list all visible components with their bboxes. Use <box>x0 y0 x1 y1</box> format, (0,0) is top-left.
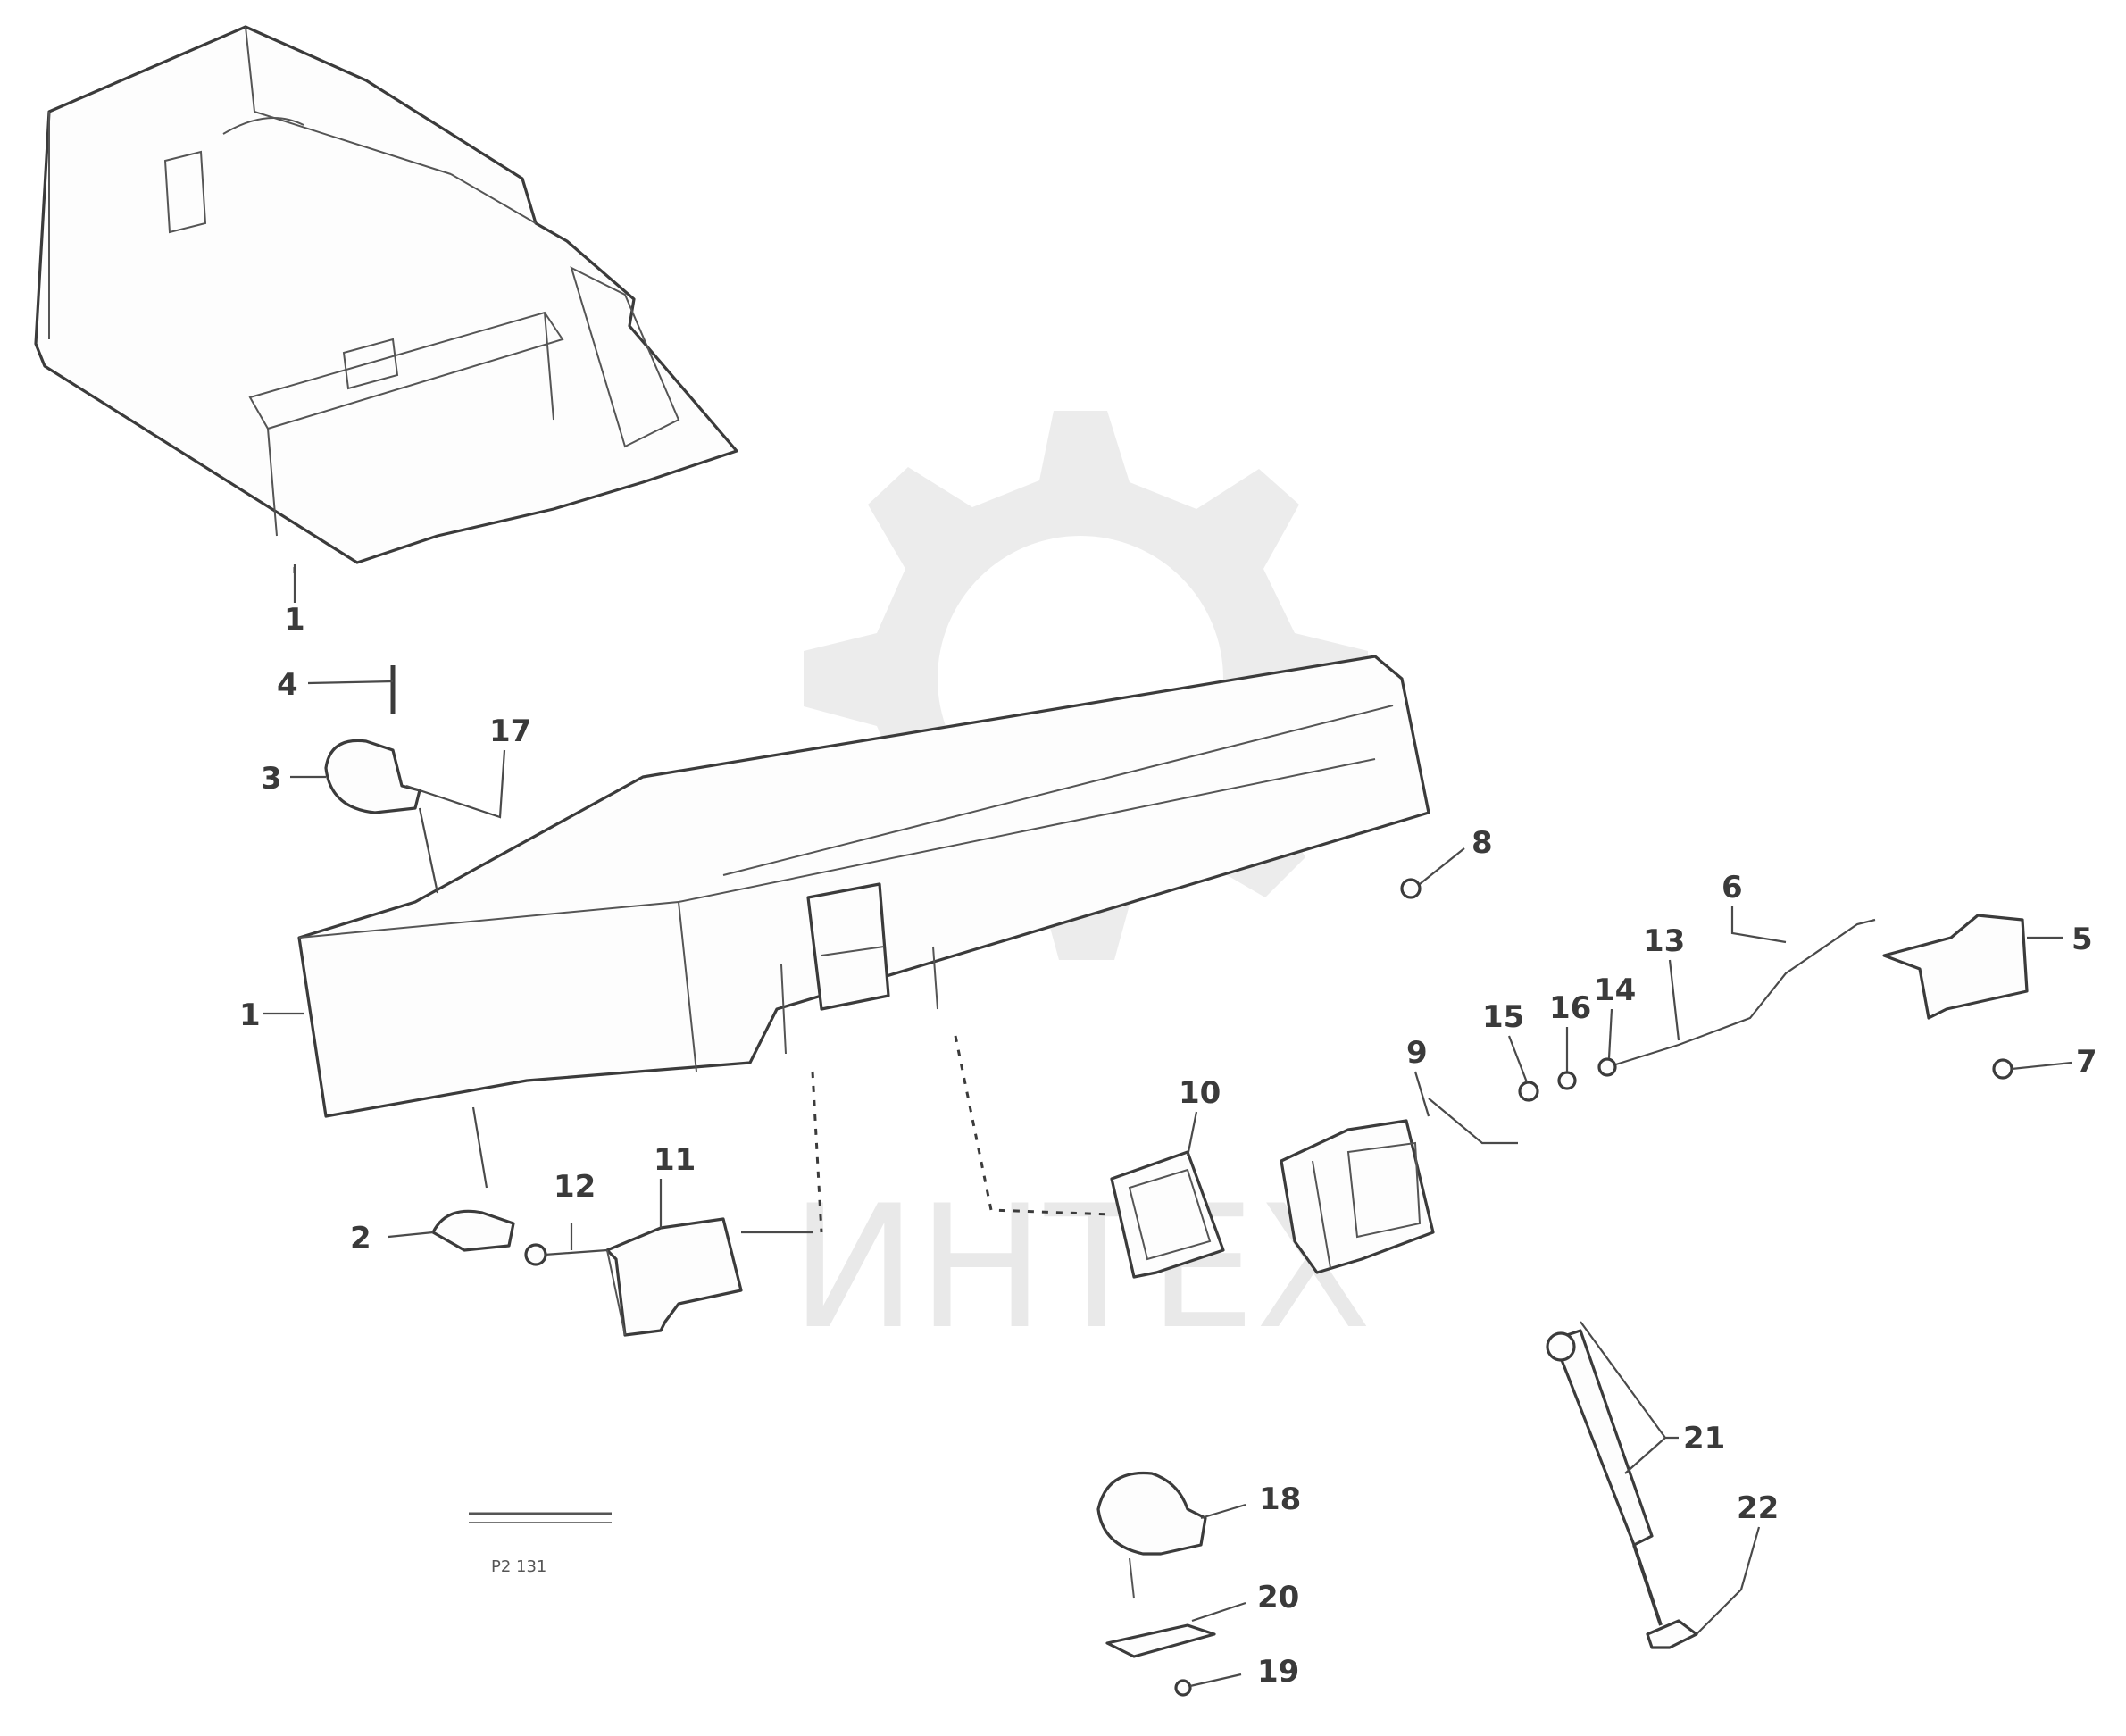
callout-9: 9 <box>1406 1035 1428 1071</box>
callout-12: 12 <box>554 1169 596 1205</box>
callout-21: 21 <box>1683 1421 1725 1456</box>
callout-3: 3 <box>261 761 282 797</box>
nut-part-7 <box>1992 1058 2013 1080</box>
callout-1-panel: 1 <box>239 997 261 1033</box>
leader-9 <box>1413 1071 1518 1145</box>
nut-part-12 <box>524 1243 547 1266</box>
screw-part-19 <box>1174 1679 1192 1697</box>
leader-2 <box>388 1231 434 1239</box>
leader-21 <box>1580 1321 1679 1474</box>
leader-7 <box>2011 1061 2072 1071</box>
leader-4 <box>307 680 394 685</box>
leader-12 <box>544 1223 608 1256</box>
dashboard-panel <box>297 655 1430 1118</box>
plate-part-20 <box>1105 1623 1216 1658</box>
callout-22: 22 <box>1737 1490 1779 1526</box>
leader-10 <box>1186 1111 1198 1157</box>
callout-17: 17 <box>489 714 531 749</box>
callout-10: 10 <box>1179 1075 1221 1111</box>
leader-8 <box>1419 847 1465 885</box>
callout-2: 2 <box>350 1221 371 1256</box>
callout-4: 4 <box>277 667 298 703</box>
assembly-line <box>954 1035 1113 1216</box>
callout-11: 11 <box>654 1142 696 1178</box>
leader-connector <box>418 807 439 894</box>
leader-17 <box>405 749 506 819</box>
plug-part-2 <box>431 1209 515 1252</box>
callout-14: 14 <box>1594 972 1636 1008</box>
bracket-part-3 <box>324 739 421 814</box>
callout-6: 6 <box>1722 870 1743 906</box>
callout-16: 16 <box>1549 990 1591 1026</box>
switch-part-11 <box>605 1217 743 1337</box>
assembly-line <box>811 1071 823 1233</box>
leader-19 <box>1189 1673 1242 1688</box>
leader-dash-lower <box>471 1106 488 1189</box>
callout-13: 13 <box>1643 923 1685 959</box>
bracket-part-22 <box>1646 1619 1698 1649</box>
callout-1-top: 1 <box>284 602 305 638</box>
leader-13 <box>1668 959 1680 1041</box>
leader-18 <box>1200 1503 1246 1520</box>
callout-8: 8 <box>1472 825 1493 861</box>
harness-part-13 <box>1518 918 1876 1102</box>
strap-part-21 <box>1552 1329 1654 1547</box>
bracket-part-5 <box>1882 914 2029 1020</box>
leader-15 <box>1507 1035 1529 1083</box>
callout-18: 18 <box>1259 1481 1301 1517</box>
leader-22 <box>1696 1526 1761 1635</box>
module-part-9 <box>1280 1119 1435 1274</box>
leader-11 <box>659 1179 813 1234</box>
leader-14 <box>1607 1008 1613 1059</box>
callout-15: 15 <box>1482 999 1524 1035</box>
figure-code: P2 131 <box>491 1557 546 1576</box>
watermark-text: ИНТЕХ <box>790 1169 1371 1366</box>
callout-19: 19 <box>1257 1654 1299 1690</box>
leader-6 <box>1730 906 1787 944</box>
lamp-part-18 <box>1096 1471 1207 1556</box>
callout-5: 5 <box>2072 922 2093 957</box>
nut-part-8 <box>1400 878 1422 899</box>
upper-cover-assembly <box>34 25 738 564</box>
leader-20 <box>1191 1601 1246 1623</box>
callout-20: 20 <box>1257 1580 1299 1615</box>
callout-7: 7 <box>2076 1044 2097 1080</box>
